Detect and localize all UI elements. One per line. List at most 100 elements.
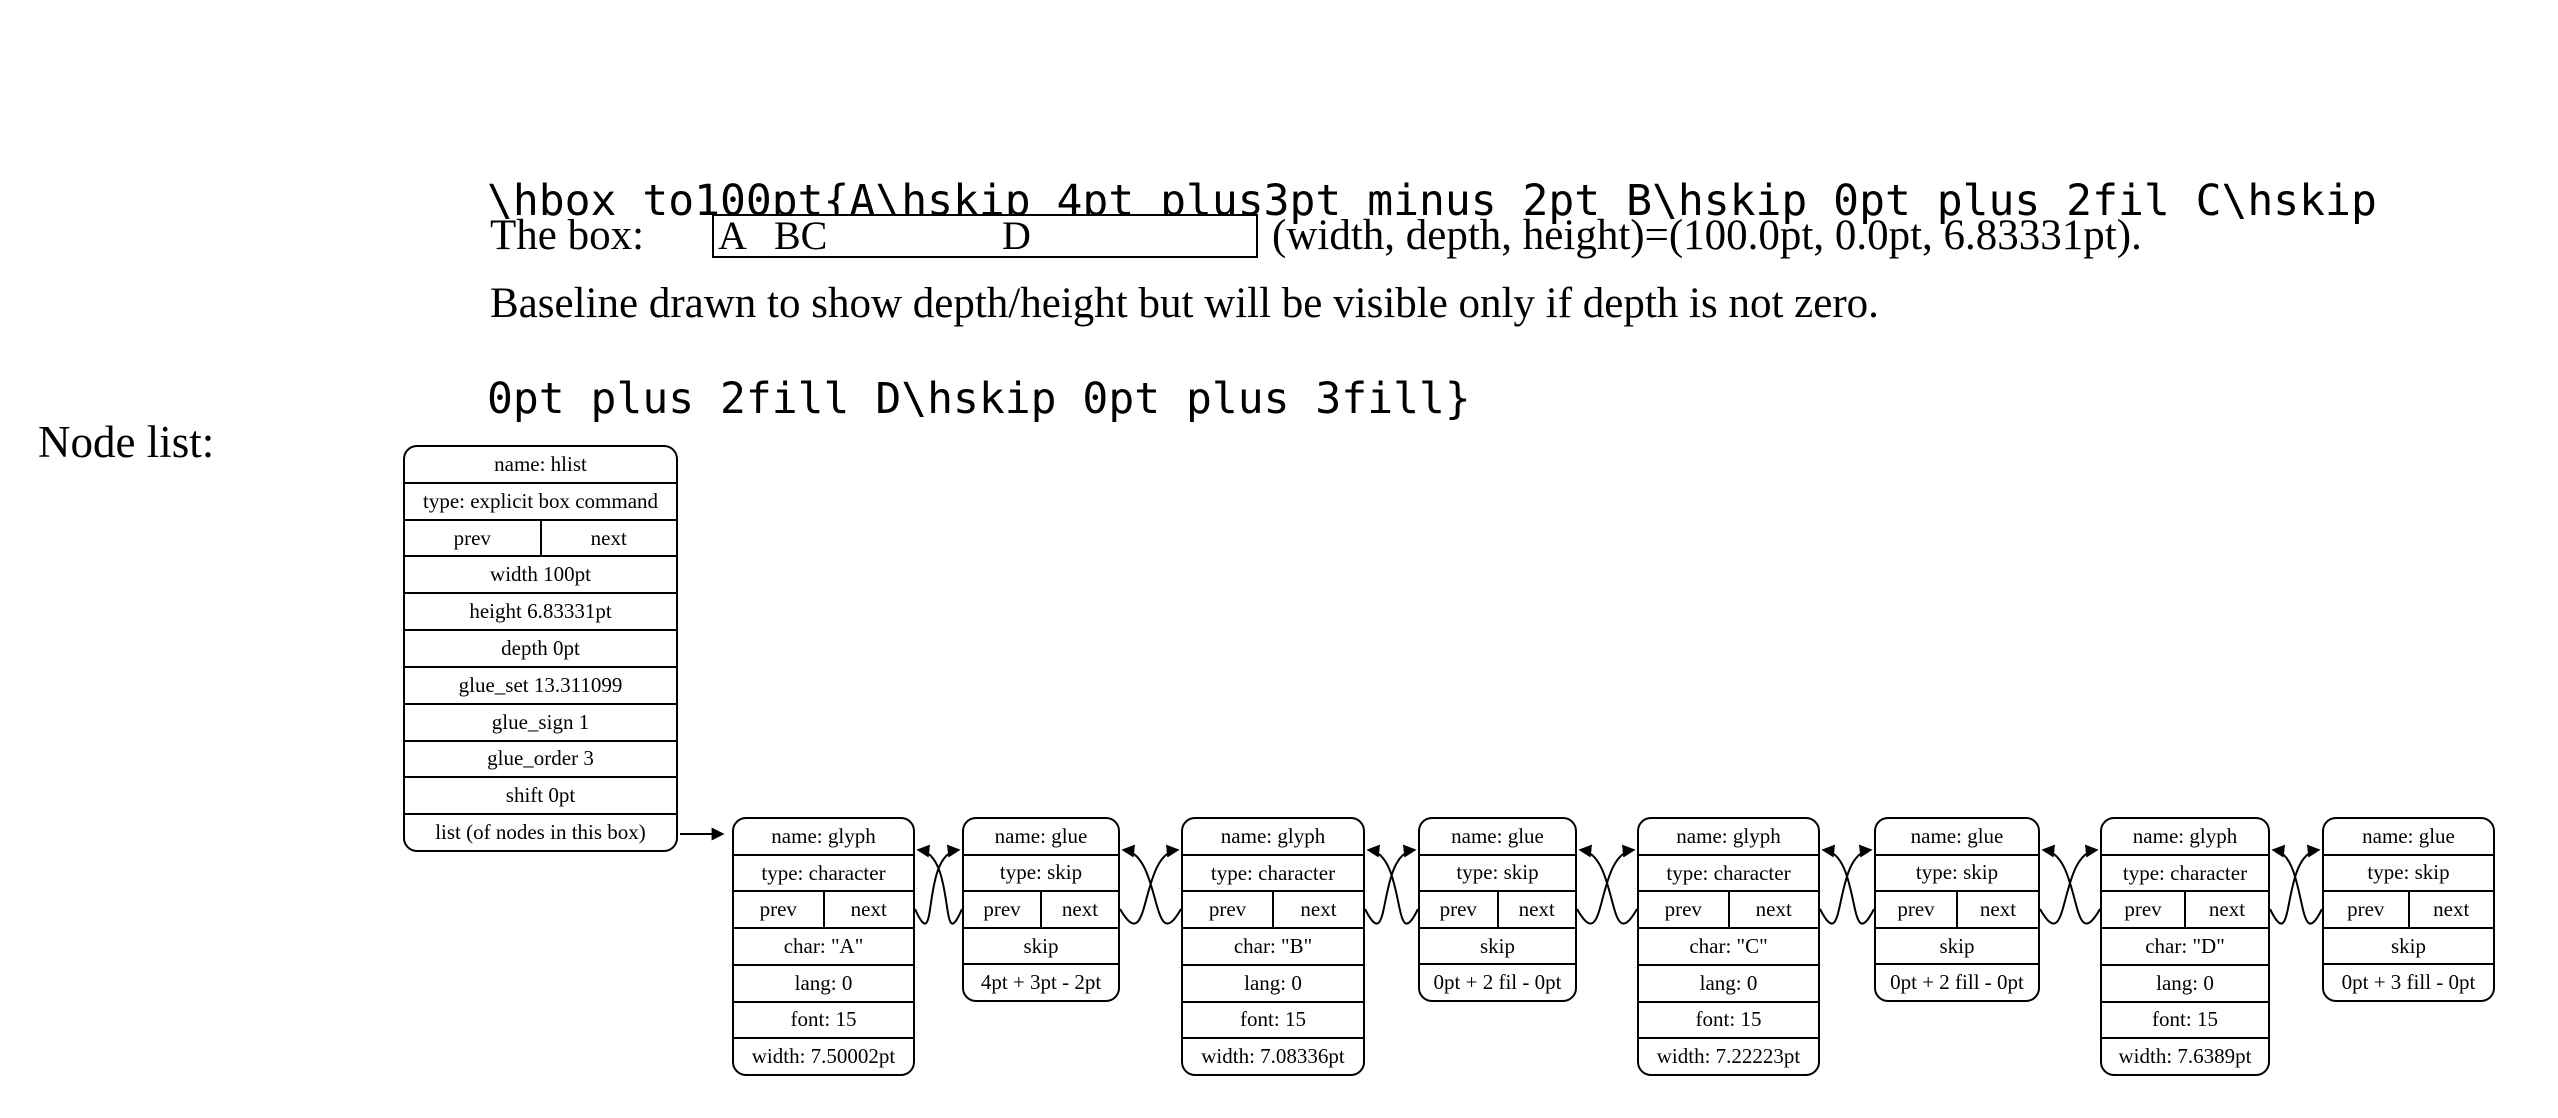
hlist-type-row: type: explicit box command <box>405 481 676 519</box>
node-prevnext-row: prev next <box>1876 890 2038 927</box>
node-value-row: 4pt + 3pt - 2pt <box>964 963 1118 1000</box>
hlist-depth-row: depth 0pt <box>405 629 676 666</box>
node-prev-cell: prev <box>1876 892 1958 927</box>
node-next-cell: next <box>1061 896 1099 921</box>
tex-code-block: \hbox to100pt{A\hskip 4pt plus3pt minus … <box>487 36 2377 564</box>
node-glyph-b: name: glyph type: character prev next ch… <box>1181 817 1365 1076</box>
hlist-next-cell: next <box>590 525 627 550</box>
node-list-label: Node list: <box>38 417 215 467</box>
node-prevnext-row: prev next <box>964 890 1118 927</box>
node-font-row: font: 15 <box>2102 1000 2268 1038</box>
node-glyph-a: name: glyph type: character prev next ch… <box>732 817 915 1076</box>
node-prev-cell: prev <box>964 892 1042 927</box>
next-link-arrow <box>2039 844 2099 925</box>
node-prevnext-row: prev next <box>1639 890 1818 928</box>
node-char-row: char: "D" <box>2102 927 2268 964</box>
node-type-row: type: character <box>1639 853 1818 891</box>
node-next-cell: next <box>2208 897 2246 922</box>
node-value-row: 0pt + 3 fill - 0pt <box>2324 963 2493 1000</box>
prev-link-arrow <box>1821 844 1875 925</box>
node-font-row: font: 15 <box>1183 1000 1363 1038</box>
prev-link-arrow <box>2271 844 2323 925</box>
hlist-width-row: width 100pt <box>405 555 676 592</box>
hbox-letter-d: D <box>1002 213 1031 258</box>
node-lang-row: lang: 0 <box>734 963 913 1001</box>
node-prevnext-row: prev next <box>734 890 913 928</box>
node-glue-4: name: glue type: skip prev next skip 0pt… <box>2322 817 2495 1002</box>
node-prev-cell: prev <box>1639 892 1730 928</box>
node-skip-row: skip <box>964 926 1118 964</box>
node-char-row: char: "C" <box>1639 927 1818 964</box>
node-char-row: char: "B" <box>1183 927 1363 964</box>
node-skip-row: skip <box>2324 926 2493 964</box>
node-skip-row: skip <box>1876 926 2038 964</box>
hlist-name-row: name: hlist <box>494 451 587 476</box>
node-width-row: width: 7.6389pt <box>2102 1037 2268 1074</box>
node-prev-cell: prev <box>1183 892 1274 928</box>
node-type-row: type: skip <box>964 853 1118 891</box>
node-type-row: type: character <box>734 853 913 891</box>
next-link-arrow <box>1364 844 1417 925</box>
node-name-row: name: glyph <box>771 823 876 848</box>
box-line-prefix: The box: <box>490 212 645 259</box>
node-glue-2: name: glue type: skip prev next skip 0pt… <box>1418 817 1577 1002</box>
hlist-gluesign-row: glue_sign 1 <box>405 702 676 740</box>
node-width-row: width: 7.22223pt <box>1639 1037 1818 1074</box>
node-type-row: type: character <box>2102 853 2268 891</box>
node-skip-row: skip <box>1420 926 1575 964</box>
box-dimensions-text: (width, depth, height)=(100.0pt, 0.0pt, … <box>1272 212 2142 259</box>
hlist-shift-row: shift 0pt <box>405 776 676 813</box>
node-name-row: name: glyph <box>2132 823 2238 848</box>
hlist-node: name: hlist type: explicit box command p… <box>403 445 678 852</box>
node-value-row: 0pt + 2 fil - 0pt <box>1420 963 1575 1000</box>
node-width-row: width: 7.50002pt <box>734 1037 913 1074</box>
prev-link-arrow <box>1578 844 1638 925</box>
hbox-letter-bc: BC <box>774 213 828 258</box>
node-font-row: font: 15 <box>1639 1000 1818 1038</box>
node-type-row: type: skip <box>1420 853 1575 891</box>
next-link-arrow <box>1819 844 1873 925</box>
node-next-cell: next <box>1755 897 1792 922</box>
hbox-letter-a: A <box>718 213 747 258</box>
node-prev-cell: prev <box>734 892 825 928</box>
node-prevnext-row: prev next <box>1420 890 1575 927</box>
tex-code-line-1: \hbox to100pt{A\hskip 4pt plus3pt minus … <box>487 176 2377 226</box>
prev-link-arrow <box>916 844 963 925</box>
node-name-row: name: glyph <box>1676 823 1781 848</box>
node-glue-1: name: glue type: skip prev next skip 4pt… <box>962 817 1120 1002</box>
node-prev-cell: prev <box>2324 892 2410 927</box>
node-glyph-d: name: glyph type: character prev next ch… <box>2100 817 2270 1076</box>
node-prevnext-row: prev next <box>1183 890 1363 928</box>
node-prev-cell: prev <box>1420 892 1499 927</box>
node-type-row: type: skip <box>1876 853 2038 891</box>
node-type-row: type: character <box>1183 853 1363 891</box>
rendered-hbox: A BC D <box>712 214 1258 258</box>
prev-link-arrow <box>2041 844 2101 925</box>
next-link-arrow <box>2269 844 2321 925</box>
node-char-row: char: "A" <box>734 927 913 964</box>
node-value-row: 0pt + 2 fill - 0pt <box>1876 963 2038 1000</box>
node-lang-row: lang: 0 <box>2102 963 2268 1001</box>
prev-link-arrow <box>1121 844 1182 925</box>
node-width-row: width: 7.08336pt <box>1183 1037 1363 1074</box>
node-next-cell: next <box>1300 897 1337 922</box>
node-name-row: name: glue <box>2362 823 2455 848</box>
node-prev-cell: prev <box>2102 892 2186 928</box>
hlist-glueorder-row: glue_order 3 <box>405 739 676 777</box>
tex-code-line-2: 0pt plus 2fill D\hskip 0pt plus 3fill} <box>487 374 1471 424</box>
next-link-arrow <box>914 844 961 925</box>
hlist-height-row: height 6.83331pt <box>405 592 676 629</box>
next-link-arrow <box>1119 844 1180 925</box>
hlist-list-row: list (of nodes in this box) <box>405 813 676 850</box>
node-name-row: name: glue <box>1451 823 1544 848</box>
hlist-prev-cell: prev <box>405 520 542 556</box>
hlist-glueset-row: glue_set 13.311099 <box>405 665 676 703</box>
node-glyph-c: name: glyph type: character prev next ch… <box>1637 817 1820 1076</box>
hlist-prevnext-row: prev next <box>405 518 676 556</box>
node-next-cell: next <box>850 897 887 922</box>
node-font-row: font: 15 <box>734 1000 913 1038</box>
node-prevnext-row: prev next <box>2324 890 2493 927</box>
next-link-arrow <box>1576 844 1636 925</box>
node-next-cell: next <box>2433 896 2470 921</box>
